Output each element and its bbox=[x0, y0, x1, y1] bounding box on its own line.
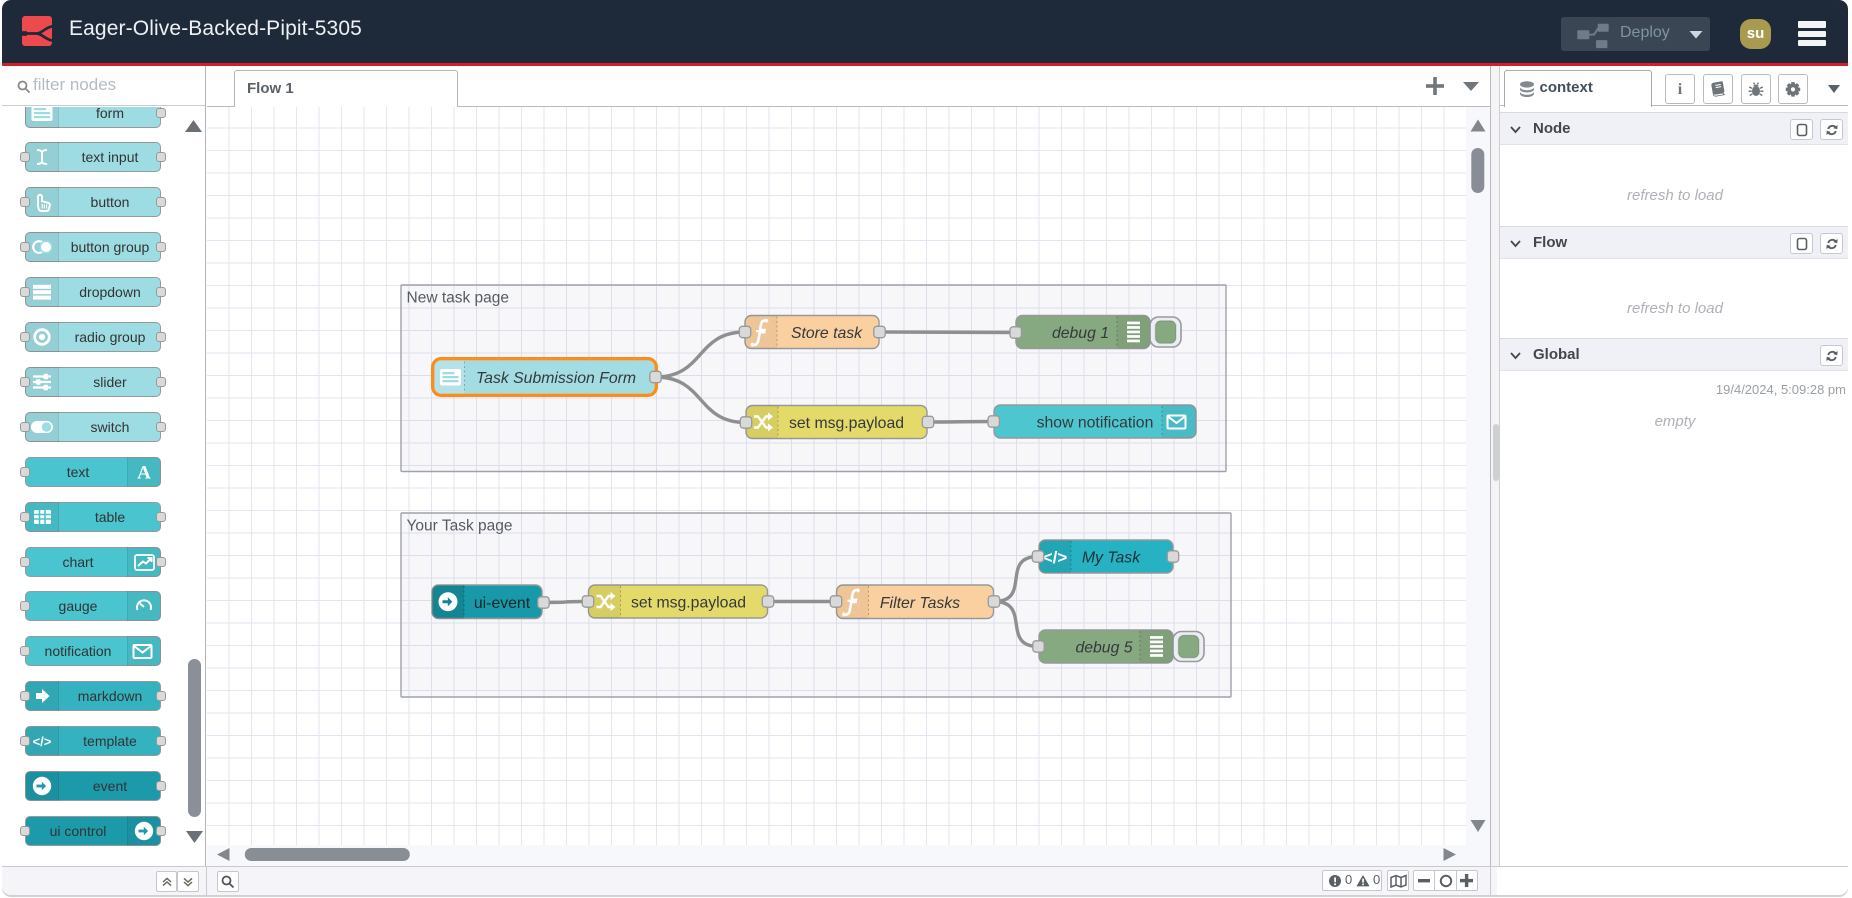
svg-text:show notification: show notification bbox=[1037, 415, 1154, 432]
svg-text:i: i bbox=[1677, 81, 1682, 97]
svg-text:</>: </> bbox=[1043, 548, 1068, 567]
svg-text:debug 1: debug 1 bbox=[1052, 325, 1109, 342]
svg-text:set msg.payload: set msg.payload bbox=[631, 595, 746, 612]
svg-text:My Task: My Task bbox=[1082, 550, 1141, 567]
svg-text:Your Task page: Your Task page bbox=[407, 518, 513, 535]
svg-text:Task Submission Form: Task Submission Form bbox=[476, 370, 636, 387]
svg-text:ui-event: ui-event bbox=[474, 595, 531, 612]
svg-text:A: A bbox=[137, 462, 151, 483]
svg-text:debug 5: debug 5 bbox=[1075, 640, 1132, 657]
svg-text:New task page: New task page bbox=[407, 290, 510, 307]
svg-text:set msg.payload: set msg.payload bbox=[789, 415, 904, 432]
svg-text:Store task: Store task bbox=[791, 325, 863, 342]
svg-text:Filter Tasks: Filter Tasks bbox=[880, 595, 960, 612]
svg-text:</>: </> bbox=[33, 734, 52, 749]
